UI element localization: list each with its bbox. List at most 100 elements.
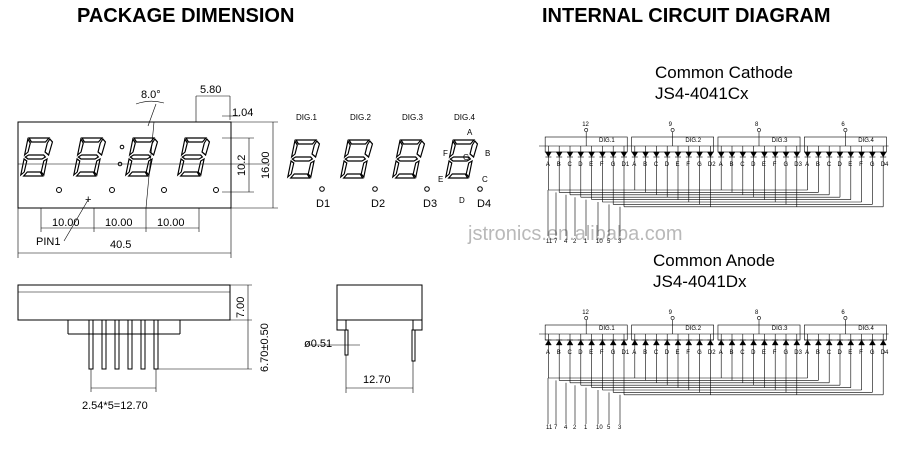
side-view: 7.00 6.70±0.50 2.54*5=12.70 — [17, 284, 271, 412]
led-diode — [642, 339, 649, 346]
internal-circuit-title: INTERNAL CIRCUIT DIAGRAM — [542, 5, 831, 27]
segment-label: C — [568, 350, 573, 356]
segment-label: C — [827, 162, 832, 168]
led-diode — [555, 151, 563, 158]
segment-label: A — [546, 350, 550, 356]
segment-label: C — [568, 162, 573, 168]
segment-label: A — [719, 162, 723, 168]
led-diode — [696, 151, 703, 158]
common-pin-label: 6 — [841, 122, 845, 128]
segment-label: A — [805, 350, 809, 356]
seg-g-label: G — [463, 153, 469, 162]
segment-label: E — [676, 350, 680, 356]
led-diode — [707, 339, 714, 346]
bottom-pin-label: 3 — [618, 425, 622, 431]
led-diode — [761, 339, 768, 346]
led-diode — [739, 339, 747, 346]
segment-label: D — [838, 350, 843, 356]
common-pin-label: 12 — [582, 122, 589, 128]
bottom-pin-label: 4 — [564, 239, 568, 245]
segment-label: C — [740, 162, 745, 168]
led-diode — [728, 339, 736, 346]
bottom-pin-label: 7 — [554, 239, 558, 245]
bottom-pin-label: 1 — [584, 239, 588, 245]
dim-pitch-2: 10.00 — [105, 217, 133, 229]
dim-width: 40.5 — [110, 239, 131, 251]
segment-label: G — [870, 350, 875, 356]
common-pin-node — [670, 128, 675, 132]
dim-height-outer: 16.00 — [260, 151, 272, 179]
led-diode — [771, 151, 779, 158]
common-pin-node — [584, 128, 589, 132]
led-diode — [815, 151, 822, 158]
bottom-pin-label: 10 — [596, 425, 603, 431]
dim-pin-diameter: ø0.51 — [304, 338, 332, 350]
segment-label: G — [697, 162, 702, 168]
segment-label: B — [557, 162, 561, 168]
led-diode — [879, 151, 887, 158]
digit-group-label: DIG.4 — [858, 326, 874, 332]
segment-label: B — [643, 350, 647, 356]
dig2-label: DIG.2 — [350, 113, 371, 122]
segment-label: E — [762, 162, 766, 168]
dim-height: 7.00 — [235, 297, 247, 318]
led-diode — [620, 151, 628, 158]
led-diode — [761, 151, 768, 158]
led-diode — [869, 151, 876, 158]
common-pin-node — [757, 316, 761, 320]
segment-label: E — [589, 162, 593, 168]
led-diode — [836, 339, 844, 346]
led-diode — [793, 151, 801, 158]
segment-label: F — [773, 162, 777, 168]
d1-label: D1 — [316, 198, 330, 210]
segment-label: F — [773, 350, 777, 356]
led-diode — [620, 339, 628, 346]
segment-label: B — [730, 162, 734, 168]
pin1-label: PIN1 — [36, 236, 60, 248]
common-pin-label: 9 — [669, 310, 673, 316]
circuit-part-number: JS4-4041Dx — [653, 272, 747, 291]
segment-label: G — [697, 350, 702, 356]
segment-label: C — [740, 350, 745, 356]
common-pin-node — [584, 316, 589, 320]
led-diode — [771, 339, 779, 346]
segment-label: D — [665, 350, 670, 356]
dim-pin-length: 6.70±0.50 — [259, 323, 271, 372]
dim-top-a: 5.80 — [200, 84, 221, 96]
led-diode — [609, 339, 617, 346]
led-diode — [588, 339, 595, 346]
led-diode — [566, 339, 574, 346]
bottom-pin-label: 3 — [618, 239, 622, 245]
led-diode — [804, 151, 811, 158]
common-pin-node — [843, 316, 848, 320]
dim-row-spacing: 12.70 — [363, 374, 391, 386]
led-diode — [793, 339, 801, 346]
segment-label: E — [762, 350, 766, 356]
led-diode — [663, 151, 671, 158]
seg-a-label: A — [467, 128, 473, 137]
segment-label: D4 — [881, 162, 889, 168]
segment-label: D — [751, 162, 756, 168]
led-diode — [653, 339, 660, 346]
segment-label: E — [589, 350, 593, 356]
segment-label: D2 — [708, 162, 716, 168]
led-diode — [555, 339, 563, 346]
segment-label: F — [686, 350, 690, 356]
segment-label: A — [546, 162, 550, 168]
led-diode — [588, 151, 595, 158]
common-cathode-circuit: Common CathodeJS4-4041Cx12DIG.19DIG.28DI… — [539, 63, 889, 245]
seg-b-label: B — [485, 149, 490, 158]
digit-group-label: DIG.3 — [772, 138, 788, 144]
common-pin-node — [670, 316, 675, 320]
segment-label: G — [870, 162, 875, 168]
led-diode — [577, 151, 585, 158]
led-diode — [858, 339, 865, 346]
bottom-pin-label: 7 — [554, 425, 558, 431]
dim-top-b: 1.04 — [232, 107, 253, 119]
led-diode — [825, 339, 833, 346]
led-diode — [750, 339, 757, 346]
dim-pin-pitch: 2.54*5=12.70 — [82, 400, 148, 412]
common-pin-label: 8 — [755, 122, 759, 128]
led-diode — [858, 151, 865, 158]
led-diode — [879, 339, 887, 346]
